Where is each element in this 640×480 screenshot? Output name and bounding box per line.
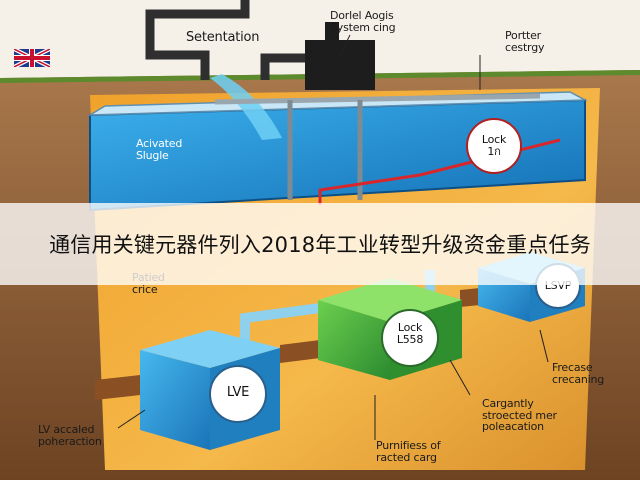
label-lock-top: Lock 1ก <box>481 133 507 158</box>
label-activated-sludge: Acivated Slugle <box>136 137 183 162</box>
callout-line-2 <box>339 34 351 56</box>
control-pipe <box>260 53 305 80</box>
callout-line-3 <box>117 409 146 429</box>
callout-line-6 <box>539 329 549 363</box>
wood-beam-right <box>460 288 480 307</box>
label-lve: LVE <box>226 385 250 400</box>
control-box <box>305 40 375 90</box>
wood-beam-mid <box>280 340 320 363</box>
uk-flag-icon <box>14 49 50 67</box>
manifold-pipe <box>214 93 541 105</box>
water-stream <box>210 74 282 140</box>
inlet-pipe <box>145 0 250 20</box>
label-lock-mid: Lock L558 <box>396 321 424 346</box>
lock-sign-top <box>466 118 522 174</box>
wood-beam-left <box>95 375 140 400</box>
green-box-front <box>318 300 390 380</box>
label-sedimentation: Setentation <box>186 30 260 45</box>
label-freease: Frecase crecaning <box>552 361 605 386</box>
label-control-system: Dorlel Aogis System cing <box>330 9 396 34</box>
label-purifiess: Purnifiess of racted carg <box>376 439 441 464</box>
label-cargantly: Cargantly stroected mer poleacation <box>482 397 557 434</box>
label-lv-accaled: LV accaled poheraction <box>38 423 102 448</box>
lve-box-front <box>140 350 210 450</box>
control-box-top <box>325 22 339 42</box>
label-lsvp: LSVP <box>544 279 572 292</box>
headline-banner: 通信用关键元器件列入2018年工业转型升级资金重点任务 <box>0 203 640 285</box>
headline-text: 通信用关键元器件列入2018年工业转型升级资金重点任务 <box>49 233 591 257</box>
label-partner-strategy: Portter cestrgy <box>505 29 545 54</box>
lock-sign-mid <box>381 309 439 367</box>
callout-line-5 <box>449 359 471 396</box>
inlet-pipe-down <box>145 18 210 80</box>
lve-box-top <box>140 330 280 368</box>
lve-sign <box>209 365 267 423</box>
